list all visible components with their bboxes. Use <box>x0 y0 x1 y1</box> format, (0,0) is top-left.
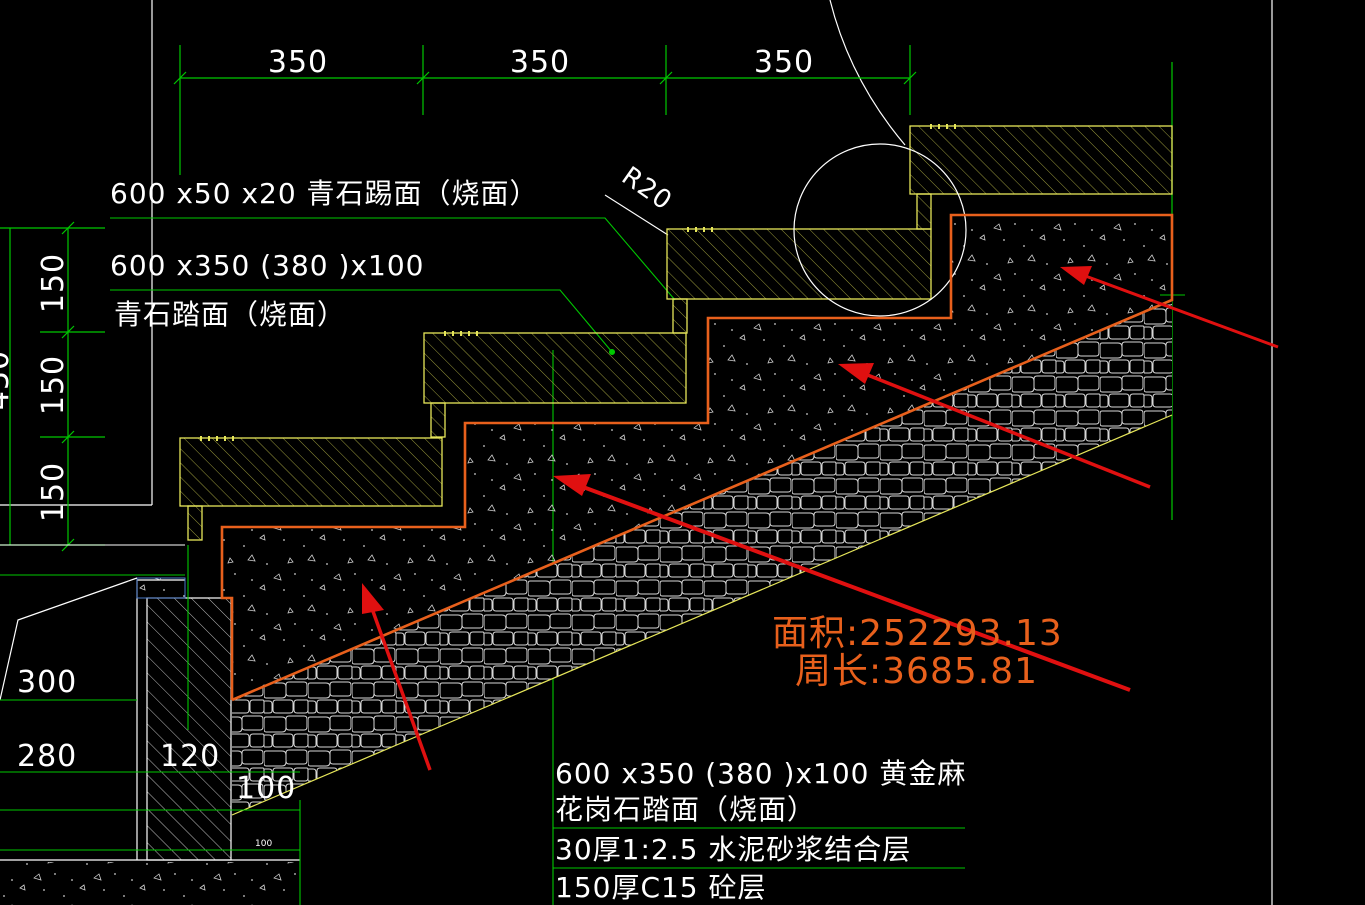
bottom-note-2: 花岗石踏面（烧面） <box>555 793 816 826</box>
dim-left-3: 150 <box>36 462 71 522</box>
dim-top-3: 350 <box>754 45 814 80</box>
dim-top-1: 350 <box>268 45 328 80</box>
tread-spec-line2: 青石踏面（烧面） <box>114 298 346 331</box>
bottom-note-4: 150厚C15 砼层 <box>555 871 767 904</box>
dim-lower-100: 100 <box>236 771 296 806</box>
dim-small-100: 100 <box>255 839 272 849</box>
area-readout: 面积:252293.13 <box>772 613 1063 654</box>
frame-lines <box>0 0 1273 905</box>
dim-lower-120: 120 <box>160 739 220 774</box>
dim-lower-300: 300 <box>17 665 77 700</box>
perimeter-readout: 周长:3685.81 <box>795 651 1038 692</box>
dim-lower-280: 280 <box>17 739 77 774</box>
dim-left-2: 150 <box>36 355 71 415</box>
stone-treads <box>179 125 1173 541</box>
left-dimension-chain <box>0 221 105 552</box>
tread-spec-line1: 600 x350 (380 )x100 <box>110 249 424 282</box>
dim-top-2: 350 <box>510 45 570 80</box>
radius-callout: R20 <box>604 161 678 236</box>
detail-circle <box>793 143 967 317</box>
dim-left-cut: 450 <box>0 350 16 410</box>
dim-left-1: 150 <box>36 253 71 313</box>
rubble-bottom-edge <box>231 414 1173 816</box>
annotation-arrows <box>362 266 1279 771</box>
tread-grooves <box>200 124 956 441</box>
selected-area-boundary[interactable] <box>220 213 1174 702</box>
riser-spec-note: 600 x50 x20 青石踢面（烧面） <box>110 177 539 210</box>
wall-section <box>0 544 301 905</box>
top-dimension-chain <box>173 45 1173 520</box>
bottom-note-3: 30厚1:2.5 水泥砂浆结合层 <box>555 833 911 866</box>
bottom-note-1: 600 x350 (380 )x100 黄金麻 <box>555 757 966 790</box>
